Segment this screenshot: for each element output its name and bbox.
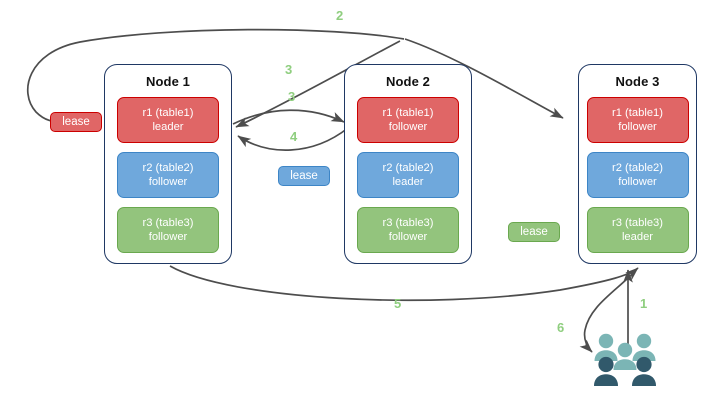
lease-chip-table3[interactable]: lease: [508, 222, 560, 242]
step-label-3-lower: 3: [288, 89, 296, 104]
edge-step-2: [27, 28, 405, 125]
node-1-replica-r2-role: follower: [148, 176, 188, 188]
node-3[interactable]: Node 3 r1 (table1) follower r2 (table2) …: [578, 64, 697, 264]
node-2-replica-r2-role: leader: [392, 176, 424, 188]
node-1-replica-r2-name: r2 (table2): [142, 162, 194, 174]
node-3-replica-r1[interactable]: r1 (table1) follower: [586, 97, 689, 143]
node-1-replica-r1[interactable]: r1 (table1) leader: [117, 97, 219, 143]
node-3-replica-r1-name: r1 (table1): [612, 107, 663, 119]
node-2-replica-r1-name: r1 (table1): [382, 107, 434, 119]
node-1-replica-r1-role: leader: [152, 121, 184, 133]
node-3-replica-r2[interactable]: r2 (table2) follower: [586, 152, 689, 198]
node-1-replica-r2[interactable]: r2 (table2) follower: [117, 152, 219, 198]
step-label-2: 2: [336, 8, 344, 23]
node-3-replica-r1-role: follower: [618, 121, 657, 133]
node-1-replica-r1-name: r1 (table1): [142, 107, 194, 119]
users-group-icon: [592, 332, 660, 390]
edge-step-3-upper: [235, 40, 401, 128]
edge-step-4: [237, 127, 349, 151]
lease-chip-table2[interactable]: lease: [278, 166, 330, 186]
node-1-replica-r3[interactable]: r3 (table3) follower: [117, 207, 219, 253]
node-2-replica-r3-name: r3 (table3): [382, 217, 434, 229]
node-1-title: Node 1: [146, 74, 190, 89]
node-2-title: Node 2: [386, 74, 430, 89]
step-label-1: 1: [640, 296, 648, 311]
edge-step-6: [579, 269, 637, 353]
node-3-replica-r3[interactable]: r3 (table3) leader: [586, 207, 689, 253]
node-2[interactable]: Node 2 r1 (table1) follower r2 (table2) …: [344, 64, 472, 264]
node-2-replica-r3[interactable]: r3 (table3) follower: [357, 207, 459, 253]
node-1-replica-r3-name: r3 (table3): [142, 217, 194, 229]
node-3-replica-r2-role: follower: [618, 176, 657, 188]
node-2-replica-r2-name: r2 (table2): [382, 162, 434, 174]
node-3-replica-r2-name: r2 (table2): [612, 162, 663, 174]
node-2-replica-r1[interactable]: r1 (table1) follower: [357, 97, 459, 143]
step-label-5: 5: [394, 296, 402, 311]
node-3-replica-r3-name: r3 (table3): [612, 217, 663, 229]
node-2-replica-r3-role: follower: [388, 231, 428, 243]
node-1-replica-r3-role: follower: [148, 231, 188, 243]
step-label-3-upper: 3: [285, 62, 293, 77]
step-label-4: 4: [290, 129, 298, 144]
node-3-replica-r3-role: leader: [621, 231, 654, 243]
node-1[interactable]: Node 1 r1 (table1) leader r2 (table2) fo…: [104, 64, 232, 264]
edge-node2-to-node3: [404, 38, 564, 119]
step-label-6: 6: [557, 320, 565, 335]
edge-step-3-lower: [232, 109, 345, 125]
node-3-title: Node 3: [615, 74, 660, 89]
lease-chip-table1[interactable]: lease: [50, 112, 102, 132]
node-2-replica-r2[interactable]: r2 (table2) leader: [357, 152, 459, 198]
edge-step-5: [169, 265, 639, 302]
node-2-replica-r1-role: follower: [388, 121, 428, 133]
